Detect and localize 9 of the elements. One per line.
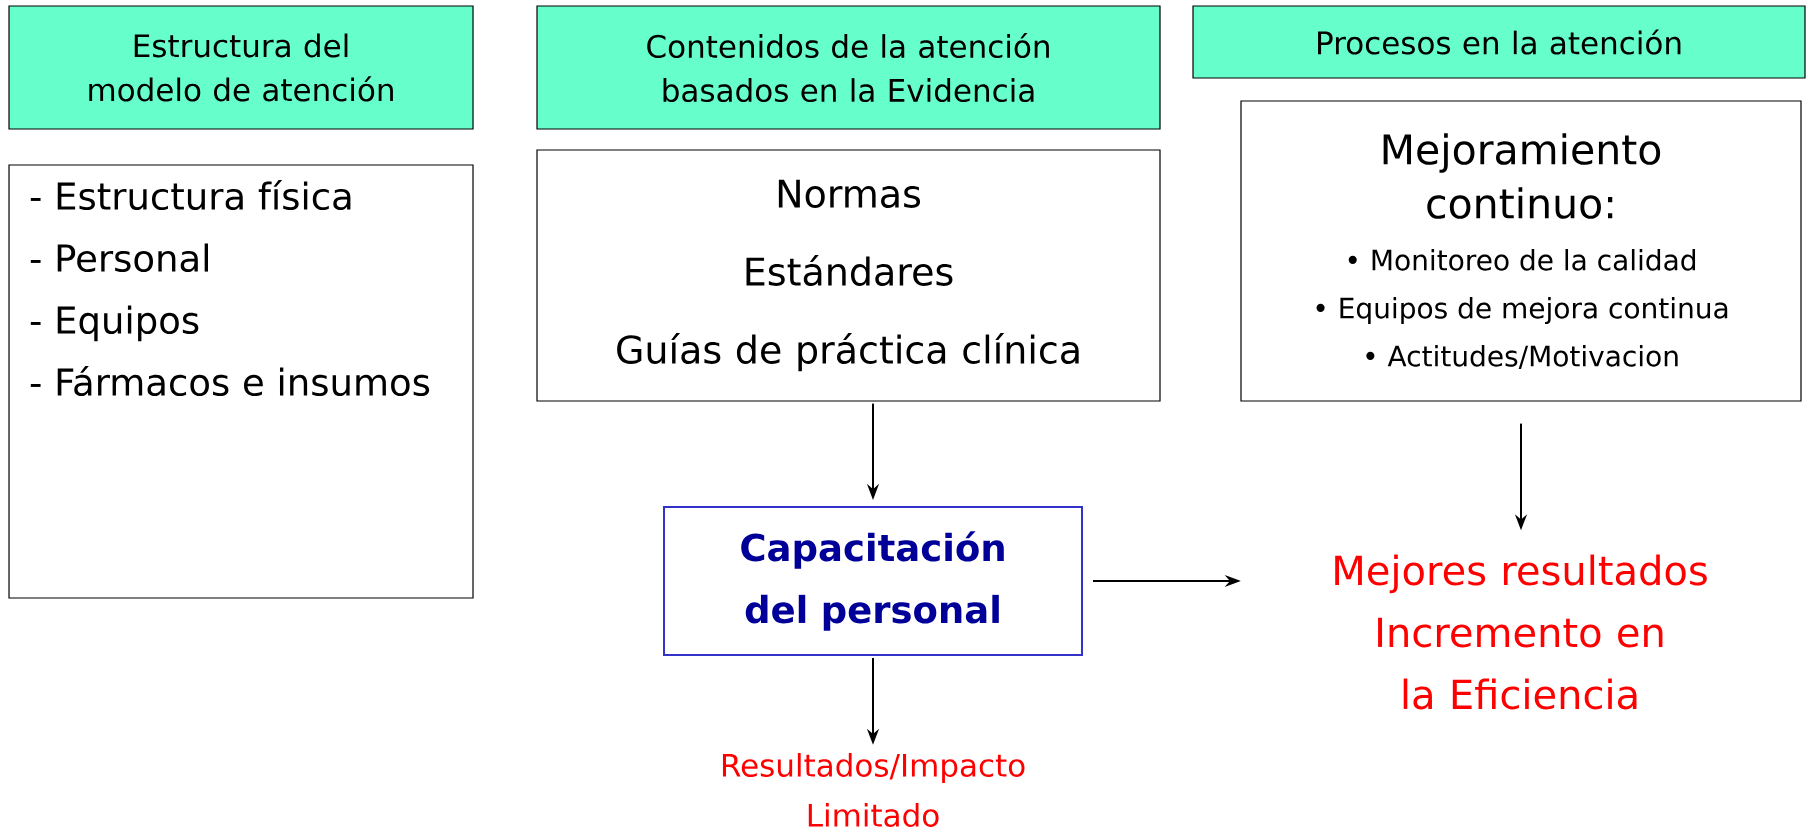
result-text: Mejores resultados Incremento en la Eficiencia: [1335, 554, 1707, 710]
header-box: Contenidos de la atención basados en la Evidencia: [536, 5, 1161, 130]
process-box: Capacitación del personal: [663, 506, 1083, 656]
header-box: Procesos en la atención: [1192, 5, 1806, 79]
content-box: Normas Estándares Guías de práctica clínica: [536, 149, 1161, 402]
content-box: Mejoramiento continuo: • Monitoreo de la calidad • Equipos de mejora continua • Actitudes/Motivacion: [1240, 100, 1802, 402]
result-text: Resultados/Impacto Limitado: [722, 753, 1025, 827]
header-box: Estructura del modelo de atención: [8, 5, 474, 130]
list-box: - Estructura física - Personal - Equipos - Fármacos e insumos: [8, 164, 474, 599]
